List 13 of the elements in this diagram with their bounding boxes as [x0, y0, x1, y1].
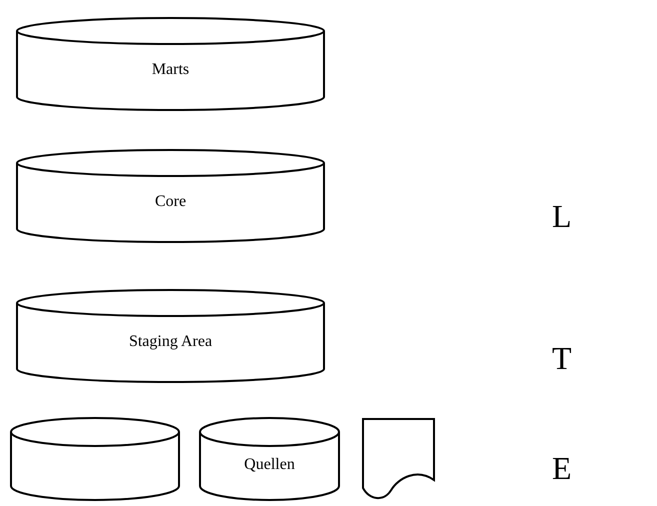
layer-letter: L [552, 200, 572, 232]
layer-letter: E [552, 452, 572, 484]
database-cylinder [16, 150, 325, 242]
node-label: Core [154, 192, 188, 210]
database-cylinder [16, 290, 325, 382]
node-label: Marts [150, 60, 190, 78]
node-label: Staging Area [128, 332, 214, 350]
document-shape [362, 418, 435, 498]
layer-letter: T [552, 342, 572, 374]
database-cylinder [16, 18, 325, 110]
database-cylinder [10, 418, 180, 500]
node-label: Quellen [243, 456, 296, 474]
database-cylinder [199, 418, 340, 500]
